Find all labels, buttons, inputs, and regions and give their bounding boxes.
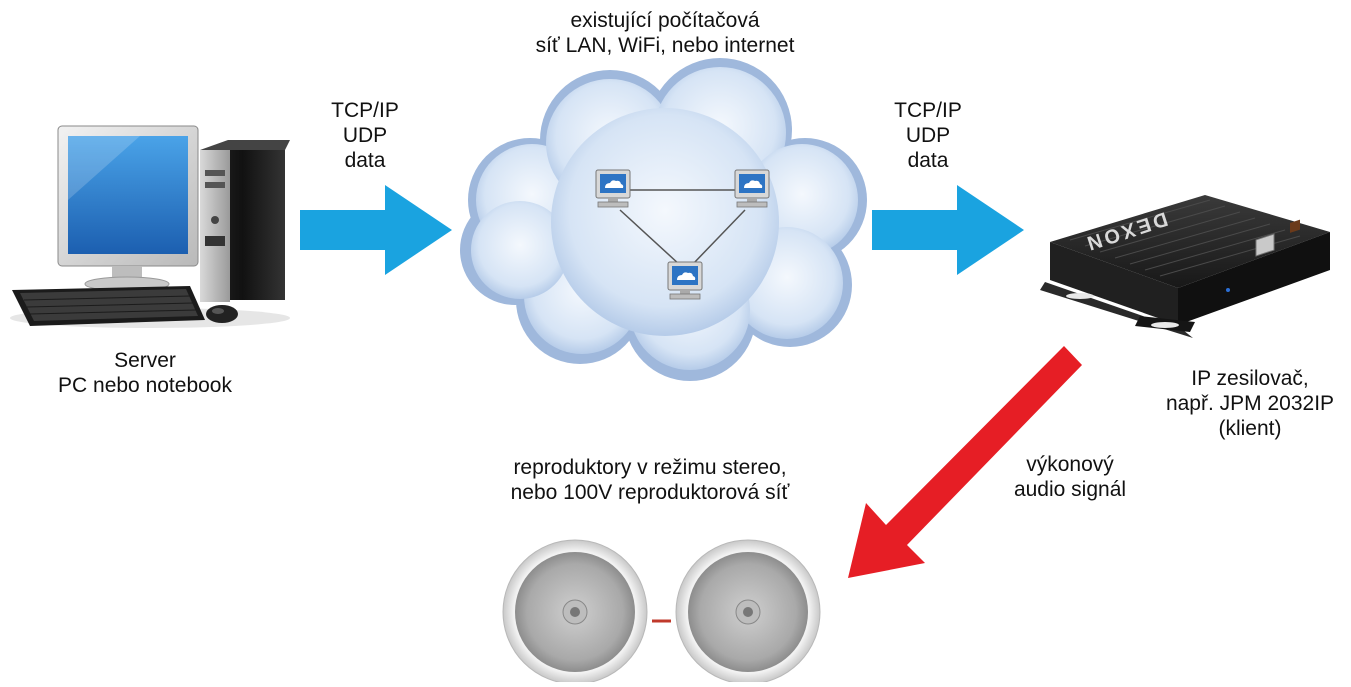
data-arrow-right — [872, 185, 1024, 275]
server-label: Server PC nebo notebook — [58, 349, 232, 397]
speakers-label: reproduktory v režimu stereo, nebo 100V … — [510, 456, 790, 504]
audio-arrow — [848, 346, 1082, 578]
protocol-label-left: TCP/IP UDP data — [331, 99, 399, 172]
network-cloud-icon — [460, 58, 867, 381]
data-arrow-left — [300, 185, 452, 275]
audio-signal-label: výkonový audio signál — [1013, 453, 1127, 501]
amplifier-label: IP zesilovač, např. JPM 2032IP (klient) — [1165, 367, 1335, 440]
network-label: existující počítačová síť LAN, WiFi, neb… — [535, 9, 795, 57]
speaker-right-icon — [675, 539, 821, 685]
speaker-left-icon — [502, 539, 648, 685]
server-computer-icon — [10, 125, 290, 328]
protocol-label-right: TCP/IP UDP data — [894, 99, 962, 172]
ip-amplifier-icon: DEXON — [1040, 195, 1330, 338]
